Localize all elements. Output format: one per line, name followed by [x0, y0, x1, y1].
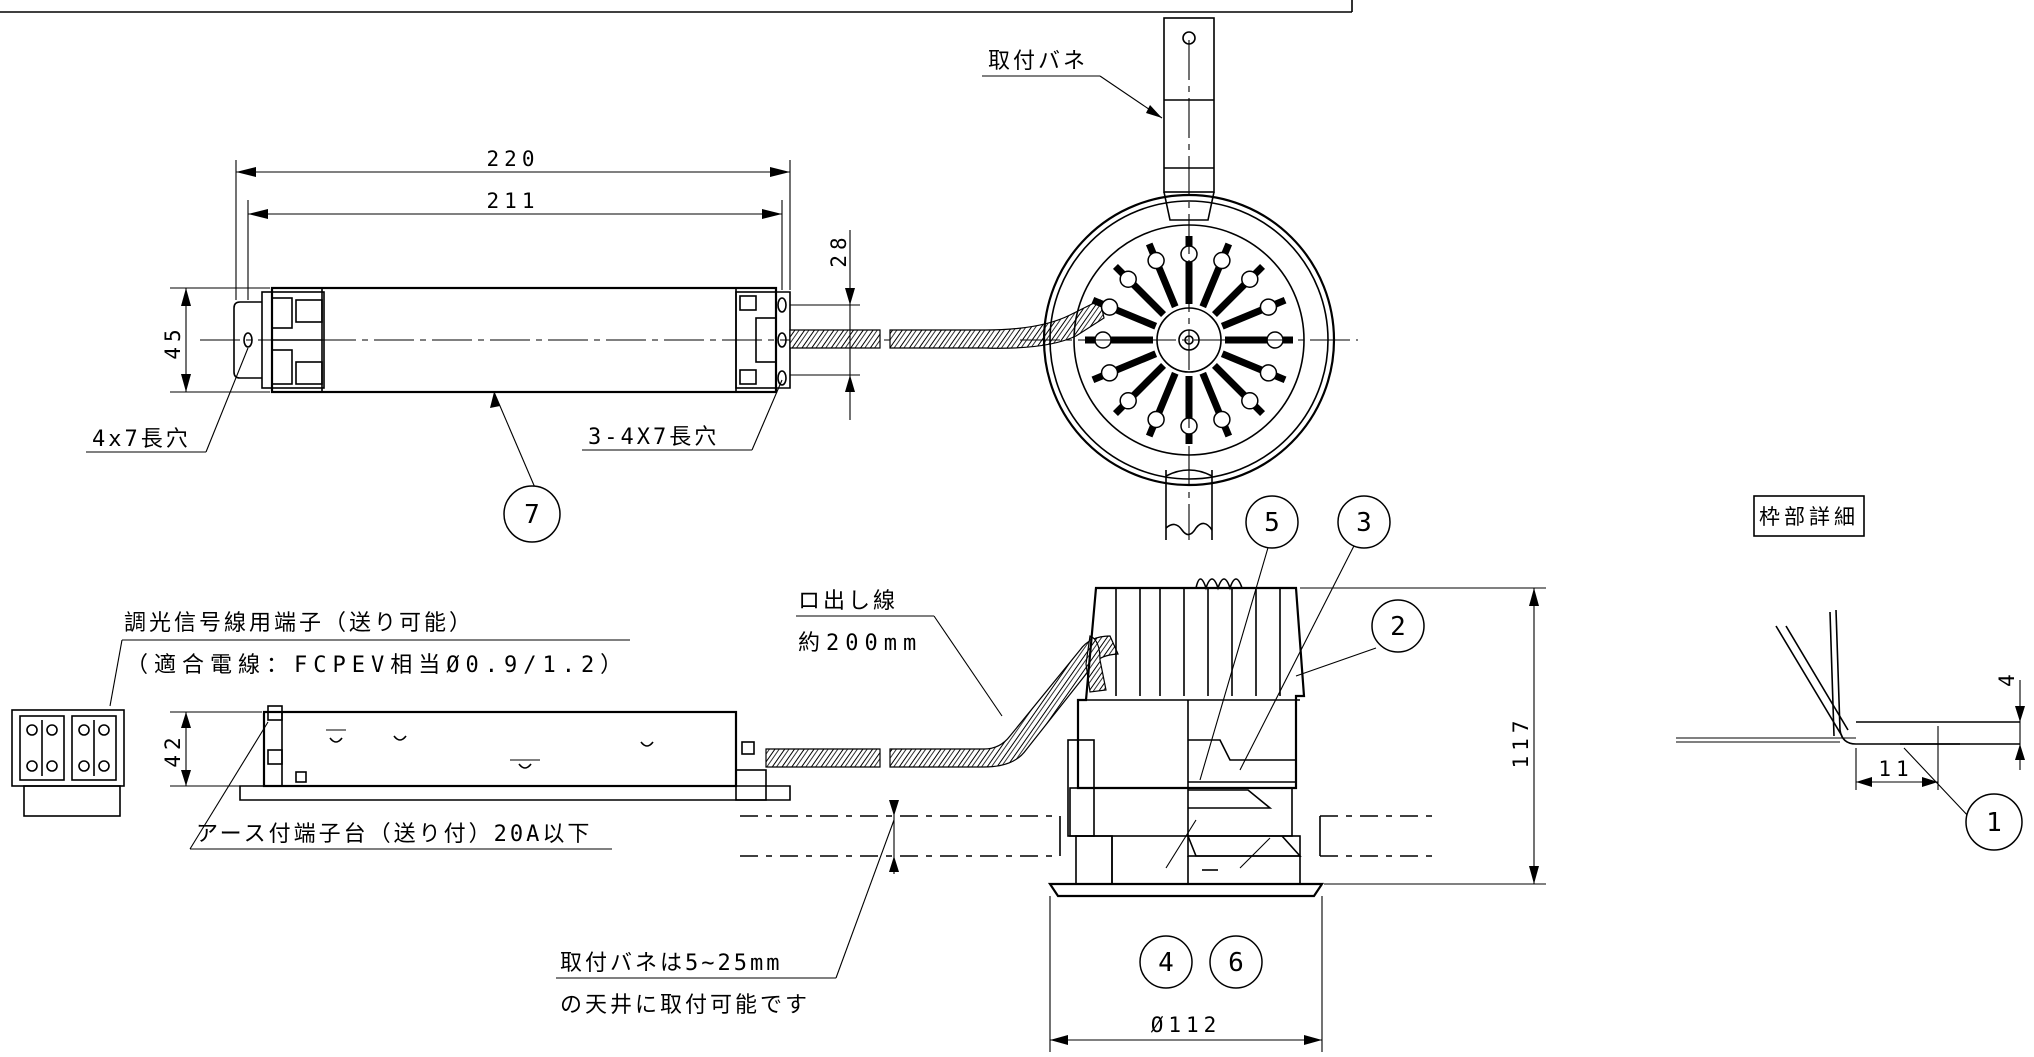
fin-hole: [1213, 251, 1231, 270]
callout-1-label: 1: [1986, 808, 2002, 838]
dim-45-label: 45: [161, 324, 185, 359]
callout-5-label: 5: [1264, 508, 1280, 538]
fin-hole: [1241, 270, 1259, 288]
fin-hole: [1147, 251, 1165, 270]
title-border: [0, 0, 1353, 13]
cable-front: [765, 635, 1119, 768]
dimming-terminal-block: [11, 709, 125, 817]
fin-hole: [1213, 410, 1231, 429]
callout-7: 7: [503, 485, 561, 543]
dimension-117: 117: [1300, 587, 1546, 885]
dimming-terminal-label: 調光信号線用端子（送り可能）: [124, 611, 474, 636]
dim-28-label: 28: [827, 232, 851, 267]
spring-leader: 取付バネ: [982, 49, 1163, 119]
earth-terminal-labels: アース付端子台（送り付）20A以下: [189, 721, 612, 850]
callout-5: 5: [1245, 495, 1299, 549]
long-hole-4x7-label: 4x7長穴: [92, 427, 191, 452]
frame-detail-title: 枠部詳細: [1759, 505, 1859, 529]
spring-range-labels: 取付バネは5~25mm の天井に取付可能です: [556, 819, 895, 1018]
ceiling-section: [740, 800, 1438, 874]
fin-hole: [1259, 364, 1278, 382]
fin-hole: [1119, 392, 1137, 410]
fin-hole: [1119, 270, 1137, 288]
callout-2: 2: [1371, 599, 1425, 653]
fin-hole: [1100, 364, 1119, 382]
dimension-112: Ø112: [1049, 896, 1323, 1052]
frame-detail: 枠部詳細 4 11 1: [1676, 495, 2025, 851]
dim-42-label: 42: [161, 732, 185, 767]
fin-hole: [1147, 410, 1165, 429]
dimension-220: 220: [235, 147, 791, 300]
fin-hole: [1259, 298, 1278, 316]
dim-117-label: 117: [1509, 716, 1533, 769]
dim-112-label: Ø112: [1151, 1013, 1222, 1037]
callout-2-label: 2: [1390, 612, 1406, 642]
long-hole-3-4x7-label: 3-4X7長穴: [588, 425, 719, 450]
compatible-wire-label: （適合電線：FCPEV相当Ø0.9/1.2）: [126, 653, 628, 678]
fin-hole: [1100, 298, 1119, 316]
callout-6-label: 6: [1228, 948, 1244, 978]
power-unit-top-view: [200, 286, 1050, 394]
dimension-211: 211: [247, 189, 783, 300]
callout-3: 3: [1337, 495, 1391, 549]
spring-top-label: 取付バネ: [988, 49, 1088, 74]
callout-3-label: 3: [1356, 508, 1372, 538]
dim-220-label: 220: [487, 147, 540, 171]
callout-4-label: 4: [1158, 948, 1174, 978]
dim-4-label: 4: [1995, 669, 2019, 687]
callout-6: 6: [1209, 935, 1263, 989]
power-unit-front-view: [239, 705, 791, 801]
dim-11-label: 11: [1878, 757, 1913, 781]
callout-4: 4: [1139, 935, 1193, 989]
callout-leaders: [1165, 533, 1377, 869]
round-fixture-top-view: [1020, 17, 1358, 540]
spring-range-label-2: の天井に取付可能です: [560, 993, 810, 1018]
dimming-terminal-labels: 調光信号線用端子（送り可能） （適合電線：FCPEV相当Ø0.9/1.2）: [109, 611, 630, 707]
heatsink-fins: [1085, 236, 1293, 444]
earth-terminal-label: アース付端子台（送り付）20A以下: [196, 822, 592, 847]
callout-7-label: 7: [524, 500, 540, 530]
spring-range-label-1: 取付バネは5~25mm: [560, 951, 782, 976]
dimension-45: 45: [161, 287, 270, 393]
outlet-wire-label-2: 約200mm: [798, 631, 922, 656]
dim-211-label: 211: [487, 189, 540, 213]
fixture-side-view: [1047, 578, 1325, 898]
dimension-28: 28: [790, 230, 860, 420]
dimension-42: 42: [161, 711, 262, 787]
fin-hole: [1241, 392, 1259, 410]
outlet-wire-label-1: ロ出し線: [798, 589, 898, 614]
cable-top: [789, 299, 1105, 349]
leader-long-holes: 4x7長穴 3-4X7長穴: [86, 347, 783, 491]
outlet-wire-labels: ロ出し線 約200mm: [796, 589, 1003, 717]
